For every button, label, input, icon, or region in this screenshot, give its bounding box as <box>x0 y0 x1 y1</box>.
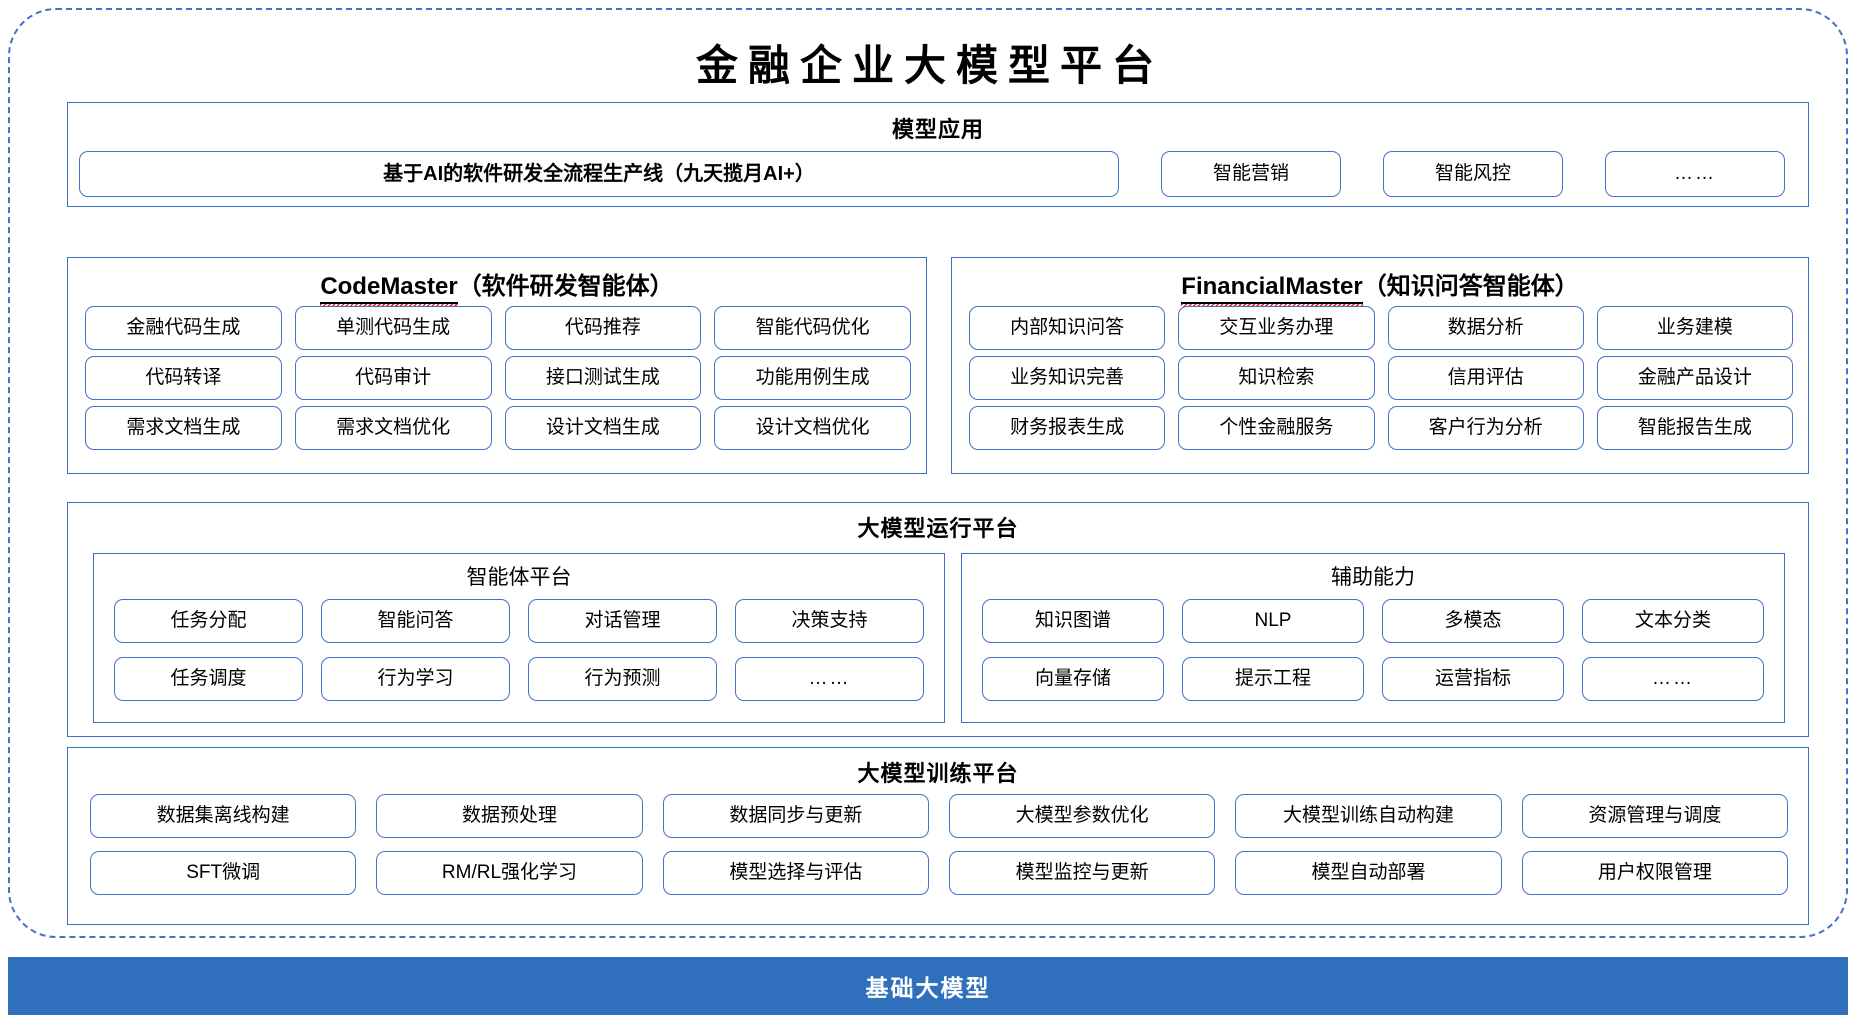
pill-capability[interactable]: 金融代码生成 <box>85 306 282 350</box>
pill-capability[interactable]: 模型选择与评估 <box>662 851 929 895</box>
pill-more-auxiliary-capabilities[interactable]: …… <box>1582 657 1764 701</box>
pill-capability[interactable]: 代码推荐 <box>504 306 702 350</box>
pill-capability[interactable]: 智能代码优化 <box>714 306 911 350</box>
pill-capability[interactable]: 对话管理 <box>528 599 717 643</box>
pill-capability[interactable]: 内部知识问答 <box>969 306 1166 350</box>
training-platform-grid: 数据集离线构建 数据预处理 数据同步与更新 大模型参数优化 大模型训练自动构建 … <box>90 794 1788 895</box>
pill-capability[interactable]: 设计文档优化 <box>714 406 911 450</box>
code-master-subtitle: （软件研发智能体） <box>457 273 674 300</box>
pill-capability[interactable]: 财务报表生成 <box>969 406 1166 450</box>
pill-capability[interactable]: 需求文档优化 <box>294 406 492 450</box>
model-applications-pill-row: 基于AI的软件研发全流程生产线（九天揽月AI+） 智能营销 智能风控 …… <box>79 151 1799 197</box>
pill-capability[interactable]: 需求文档生成 <box>85 406 282 450</box>
pill-capability[interactable]: 运营指标 <box>1382 657 1564 701</box>
pill-capability[interactable]: 数据分析 <box>1387 306 1584 350</box>
section-model-applications: 模型应用 基于AI的软件研发全流程生产线（九天揽月AI+） 智能营销 智能风控 … <box>67 102 1809 207</box>
section-title-training-platform: 大模型训练平台 <box>857 761 1019 786</box>
diagram-outer-frame: 金融企业大模型平台 模型应用 基于AI的软件研发全流程生产线（九天揽月AI+） … <box>8 8 1848 938</box>
pill-capability[interactable]: 接口测试生成 <box>504 356 702 400</box>
pill-capability[interactable]: NLP <box>1182 599 1364 643</box>
pill-capability[interactable]: 代码审计 <box>294 356 492 400</box>
pill-more-applications[interactable]: …… <box>1605 151 1785 197</box>
section-title-model-applications: 模型应用 <box>891 117 984 142</box>
subsection-auxiliary-capability: 辅助能力 知识图谱 NLP 多模态 文本分类 向量存储 提示工程 运营指标 …… <box>961 553 1785 723</box>
subsection-title-agent-platform: 智能体平台 <box>466 566 572 589</box>
code-master-capability-grid: 金融代码生成 单测代码生成 代码推荐 智能代码优化 代码转译 代码审计 接口测试… <box>85 306 911 450</box>
pill-capability[interactable]: 大模型参数优化 <box>949 794 1216 838</box>
pill-capability[interactable]: 决策支持 <box>735 599 924 643</box>
pill-capability[interactable]: 多模态 <box>1382 599 1564 643</box>
pill-capability[interactable]: 知识图谱 <box>982 599 1164 643</box>
section-title-financial-master: FinancialMaster（知识问答智能体） <box>952 266 1808 308</box>
pill-capability[interactable]: RM/RL强化学习 <box>376 851 643 895</box>
financial-master-subtitle: （知识问答智能体） <box>1362 273 1579 300</box>
pill-capability[interactable]: 任务分配 <box>114 599 303 643</box>
pill-capability[interactable]: 交互业务办理 <box>1178 306 1375 350</box>
pill-capability[interactable]: 单测代码生成 <box>294 306 492 350</box>
pill-capability[interactable]: 设计文档生成 <box>504 406 702 450</box>
pill-capability[interactable]: 智能问答 <box>321 599 510 643</box>
pill-ai-software-pipeline[interactable]: 基于AI的软件研发全流程生产线（九天揽月AI+） <box>79 151 1119 197</box>
section-runtime-platform: 大模型运行平台 智能体平台 任务分配 智能问答 对话管理 决策支持 任务调度 行… <box>67 502 1809 737</box>
subsection-title-auxiliary-capability: 辅助能力 <box>1331 566 1415 589</box>
section-title-code-master: CodeMaster（软件研发智能体） <box>68 266 926 308</box>
pill-capability[interactable]: 数据同步与更新 <box>662 794 929 838</box>
pill-capability[interactable]: 代码转译 <box>85 356 282 400</box>
section-code-master: CodeMaster（软件研发智能体） 金融代码生成 单测代码生成 代码推荐 智… <box>67 257 927 474</box>
pill-capability[interactable]: 向量存储 <box>982 657 1164 701</box>
pill-capability[interactable]: 资源管理与调度 <box>1521 794 1788 838</box>
pill-capability[interactable]: 数据集离线构建 <box>90 794 357 838</box>
pill-smart-marketing[interactable]: 智能营销 <box>1161 151 1341 197</box>
agent-platform-grid: 任务分配 智能问答 对话管理 决策支持 任务调度 行为学习 行为预测 …… <box>114 599 924 701</box>
pill-capability[interactable]: 金融产品设计 <box>1596 356 1793 400</box>
code-master-name-spellchecked: CodeMaster <box>320 273 459 308</box>
pill-capability[interactable]: 大模型训练自动构建 <box>1235 794 1502 838</box>
pill-capability[interactable]: 个性金融服务 <box>1178 406 1375 450</box>
pill-capability[interactable]: 任务调度 <box>114 657 303 701</box>
pill-capability[interactable]: 模型自动部署 <box>1235 851 1502 895</box>
pill-capability[interactable]: 信用评估 <box>1387 356 1584 400</box>
pill-capability[interactable]: 知识检索 <box>1178 356 1375 400</box>
financial-master-capability-grid: 内部知识问答 交互业务办理 数据分析 业务建模 业务知识完善 知识检索 信用评估… <box>969 306 1793 450</box>
pill-capability[interactable]: 用户权限管理 <box>1521 851 1788 895</box>
pill-capability[interactable]: 业务知识完善 <box>969 356 1166 400</box>
auxiliary-capability-grid: 知识图谱 NLP 多模态 文本分类 向量存储 提示工程 运营指标 …… <box>982 599 1764 701</box>
pill-capability[interactable]: 数据预处理 <box>376 794 643 838</box>
page-title: 金融企业大模型平台 <box>695 44 1164 90</box>
financial-master-name-spellchecked: FinancialMaster <box>1181 273 1364 308</box>
footer-label: 基础大模型 <box>865 975 991 1001</box>
pill-capability[interactable]: 行为预测 <box>528 657 717 701</box>
footer-foundation-model-bar: 基础大模型 <box>8 957 1848 1015</box>
pill-capability[interactable]: 文本分类 <box>1582 599 1764 643</box>
section-title-runtime-platform: 大模型运行平台 <box>857 516 1019 541</box>
subsection-agent-platform: 智能体平台 任务分配 智能问答 对话管理 决策支持 任务调度 行为学习 行为预测… <box>93 553 945 723</box>
pill-capability[interactable]: 提示工程 <box>1182 657 1364 701</box>
pill-capability[interactable]: SFT微调 <box>90 851 357 895</box>
pill-capability[interactable]: 模型监控与更新 <box>949 851 1216 895</box>
pill-capability[interactable]: 行为学习 <box>321 657 510 701</box>
pill-smart-risk-control[interactable]: 智能风控 <box>1383 151 1563 197</box>
section-financial-master: FinancialMaster（知识问答智能体） 内部知识问答 交互业务办理 数… <box>951 257 1809 474</box>
pill-capability[interactable]: 客户行为分析 <box>1387 406 1584 450</box>
pill-capability[interactable]: 智能报告生成 <box>1596 406 1793 450</box>
pill-more-agent-capabilities[interactable]: …… <box>735 657 924 701</box>
pill-capability[interactable]: 功能用例生成 <box>714 356 911 400</box>
section-training-platform: 大模型训练平台 数据集离线构建 数据预处理 数据同步与更新 大模型参数优化 大模… <box>67 747 1809 925</box>
pill-capability[interactable]: 业务建模 <box>1596 306 1793 350</box>
